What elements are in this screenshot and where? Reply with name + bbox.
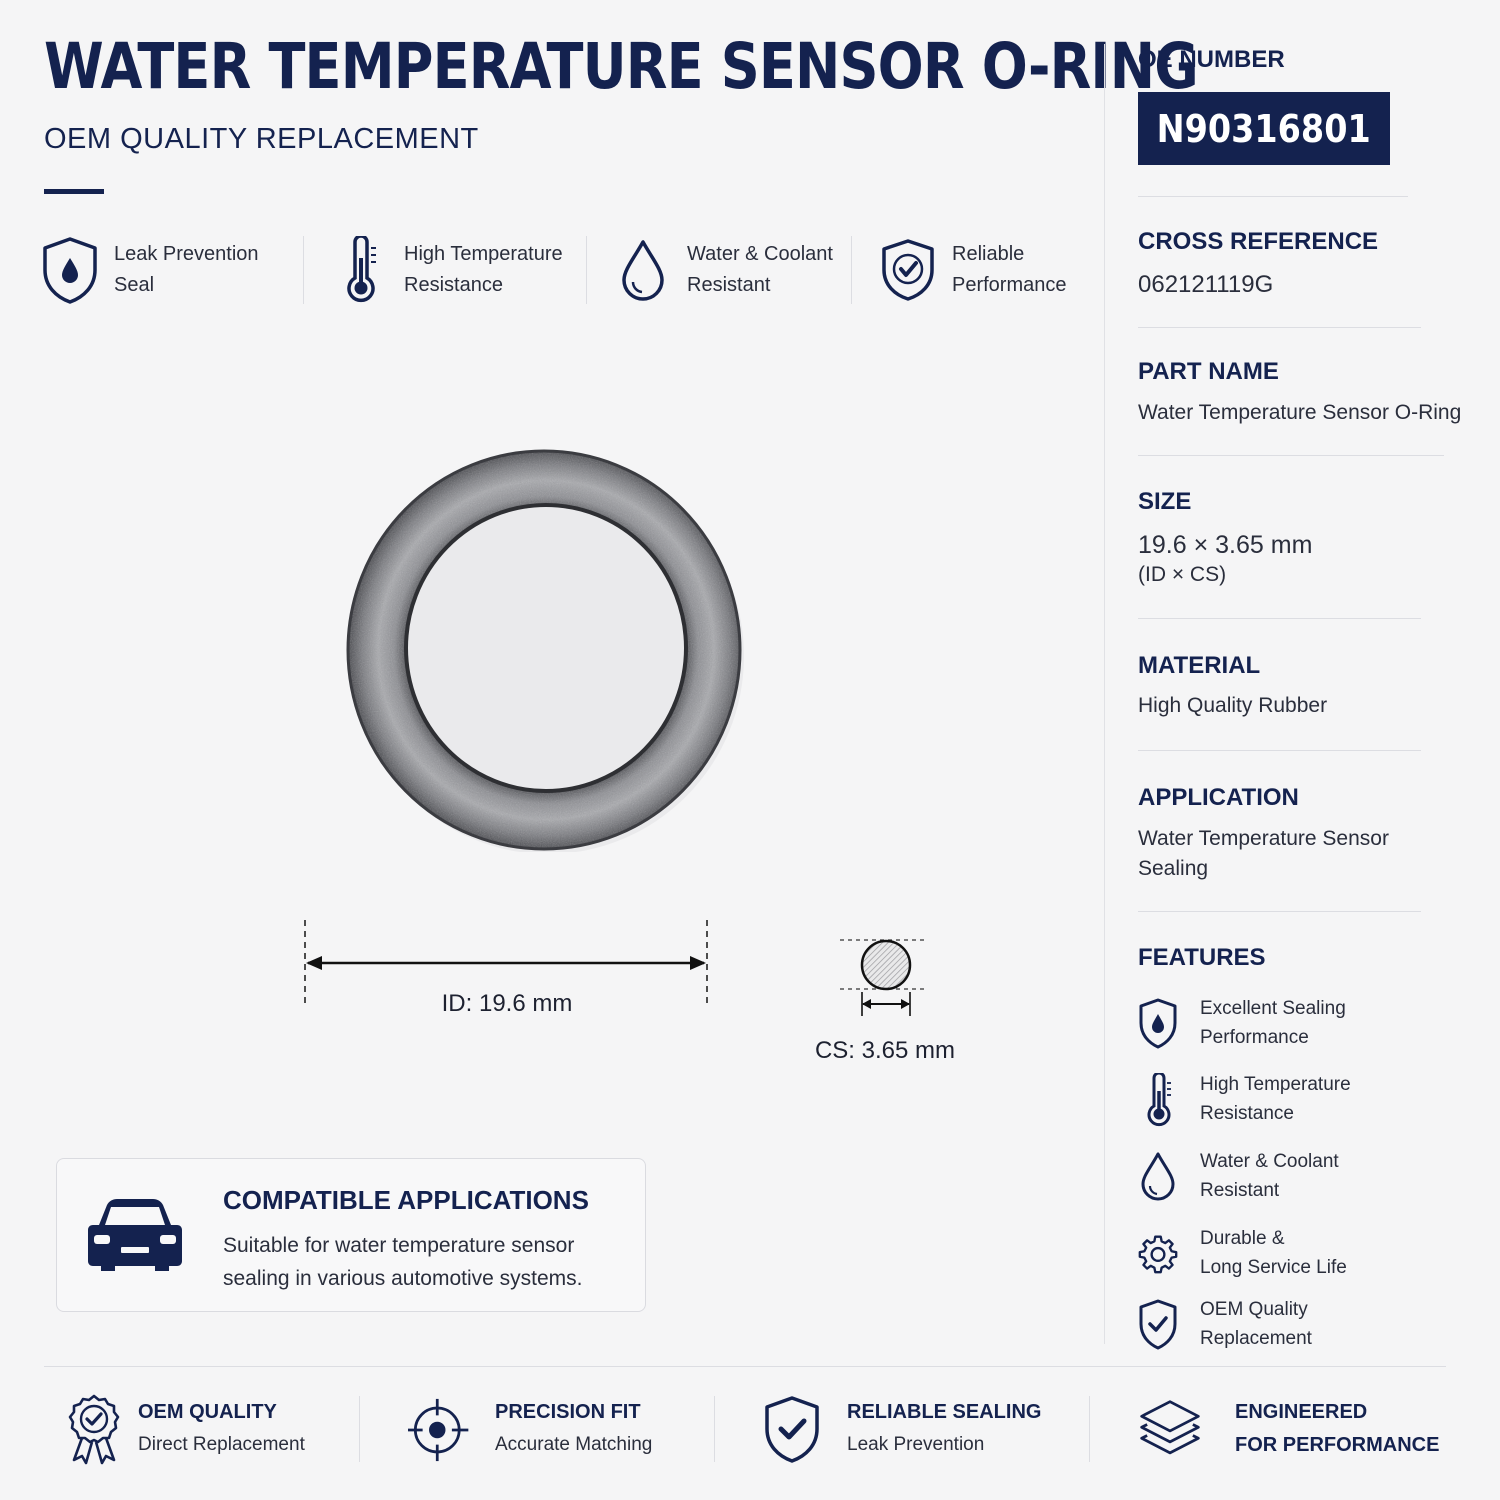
thermometer-icon: [330, 235, 390, 305]
oe-number-label: OE NUMBER: [1138, 46, 1285, 73]
material-value: High Quality Rubber: [1138, 694, 1328, 717]
top-feature-line1: Leak Prevention: [114, 243, 259, 265]
bottom-item-title: RELIABLE SEALING: [847, 1401, 1042, 1423]
dimension-arrow-graphic: [304, 920, 708, 1004]
divider: [1138, 327, 1421, 328]
shield-drop-icon: [40, 235, 100, 305]
car-icon: [87, 1197, 183, 1278]
oe-number-box: N90316801: [1138, 92, 1390, 165]
bottom-divider: [44, 1366, 1446, 1367]
feature-line1: High Temperature: [1200, 1074, 1351, 1095]
shield-check-icon: [1138, 1297, 1178, 1353]
bottom-item-subtitle: Direct Replacement: [138, 1434, 305, 1455]
application-label: APPLICATION: [1138, 784, 1299, 811]
divider: [1138, 196, 1408, 197]
divider: [1138, 618, 1421, 619]
oe-number-value: N90316801: [1156, 106, 1372, 151]
water-drop-icon: [613, 235, 673, 305]
divider: [586, 236, 587, 304]
cross-section-graphic: [840, 939, 924, 1016]
part-name-value: Water Temperature Sensor O-Ring: [1138, 401, 1462, 424]
compatible-applications-card: COMPATIBLE APPLICATIONS Suitable for wat…: [56, 1158, 646, 1312]
top-feature-line2: Performance: [952, 274, 1067, 296]
size-label: SIZE: [1138, 488, 1192, 515]
cross-section-dimension: CS: 3.65 mm: [800, 934, 970, 1074]
feature-line1: Durable &: [1200, 1228, 1285, 1249]
feature-line1: Excellent Sealing: [1200, 998, 1346, 1019]
divider: [714, 1396, 715, 1462]
sidebar-divider: [1104, 44, 1105, 1344]
divider: [1138, 911, 1421, 912]
divider: [1138, 750, 1421, 751]
compatible-text: Suitable for water temperature sensor se…: [223, 1234, 583, 1290]
size-value: 19.6 × 3.65 mm: [1138, 531, 1313, 559]
divider: [851, 236, 852, 304]
size-note: (ID × CS): [1138, 563, 1227, 586]
feature-line2: Performance: [1200, 1027, 1309, 1048]
divider: [303, 236, 304, 304]
top-feature-line2: Resistance: [404, 274, 503, 296]
divider: [359, 1396, 360, 1462]
divider: [1138, 455, 1444, 456]
bottom-item-subtitle: Accurate Matching: [495, 1434, 653, 1455]
bottom-item-title: OEM QUALITY: [138, 1401, 277, 1423]
feature-line2: Resistant: [1200, 1180, 1280, 1201]
page-subtitle: OEM QUALITY REPLACEMENT: [44, 123, 479, 155]
feature-line2: Long Service Life: [1200, 1257, 1347, 1278]
shield-drop-icon: [1138, 996, 1178, 1052]
divider: [1089, 1396, 1090, 1462]
inner-diameter-dimension: ID: 19.6 mm: [300, 918, 714, 1028]
shield-check-icon: [878, 235, 938, 305]
bottom-item-subtitle: FOR PERFORMANCE: [1235, 1434, 1440, 1456]
top-feature-line1: Water & Coolant: [687, 243, 833, 265]
application-value-line2: Sealing: [1138, 857, 1209, 880]
top-feature-line1: Reliable: [952, 243, 1025, 265]
material-label: MATERIAL: [1138, 652, 1261, 679]
award-badge-icon: [62, 1392, 126, 1468]
crosshair-icon: [408, 1392, 472, 1468]
page-title: WATER TEMPERATURE SENSOR O-RING: [44, 30, 1199, 103]
part-name-label: PART NAME: [1138, 358, 1279, 385]
cs-dimension-label: CS: 3.65 mm: [814, 1037, 956, 1064]
thermometer-icon: [1138, 1072, 1178, 1128]
top-feature-line1: High Temperature: [404, 243, 563, 265]
top-feature-line2: Resistant: [687, 274, 771, 296]
shield-check-icon: [760, 1392, 824, 1468]
bottom-item-subtitle: Leak Prevention: [847, 1434, 985, 1455]
cross-reference-value: 062121119G: [1138, 271, 1274, 298]
feature-line2: Resistance: [1200, 1103, 1294, 1124]
o-ring-product-image: [346, 448, 746, 854]
water-drop-icon: [1138, 1149, 1178, 1205]
features-label: FEATURES: [1138, 944, 1266, 971]
feature-line2: Replacement: [1200, 1328, 1312, 1349]
gear-icon: [1138, 1226, 1178, 1282]
feature-item-durable: Durable & Long Service Life: [1138, 1226, 1478, 1286]
layers-icon: [1138, 1392, 1202, 1468]
cross-reference-label: CROSS REFERENCE: [1138, 228, 1379, 255]
bottom-item-title: PRECISION FIT: [495, 1401, 641, 1423]
bottom-item-title: ENGINEERED: [1235, 1401, 1368, 1423]
title-underline: [44, 189, 104, 194]
top-feature-line2: Seal: [114, 274, 155, 296]
feature-line1: OEM Quality: [1200, 1299, 1308, 1320]
compatible-title: COMPATIBLE APPLICATIONS: [223, 1185, 589, 1215]
id-dimension-label: ID: 19.6 mm: [441, 990, 573, 1017]
application-value-line1: Water Temperature Sensor: [1138, 827, 1389, 850]
feature-line1: Water & Coolant: [1200, 1151, 1339, 1172]
